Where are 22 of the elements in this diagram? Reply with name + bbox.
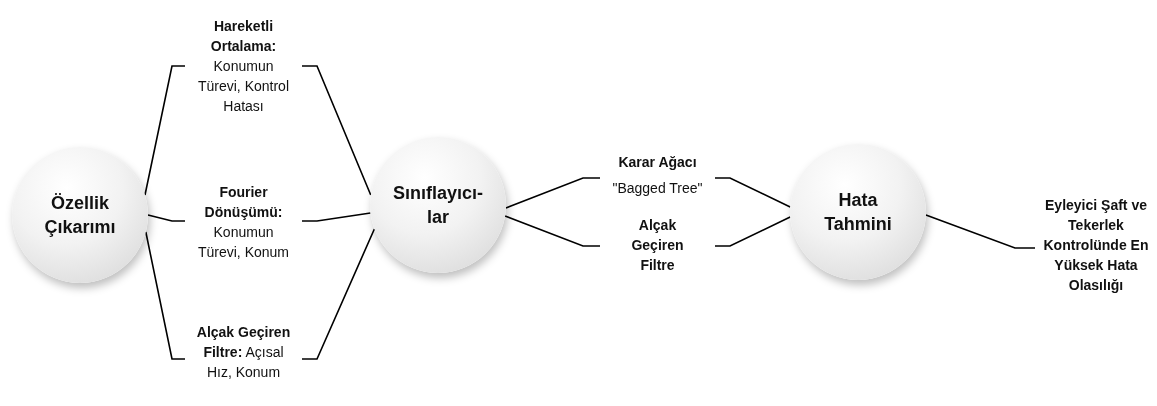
connector-line: [504, 215, 601, 247]
node-heading: Karar Ağacı: [617, 153, 698, 172]
connector-line: [144, 65, 186, 196]
connector-line: [145, 231, 186, 360]
connector-line: [147, 214, 186, 222]
node-label: Hata Tahmini: [823, 189, 893, 236]
process-circle: [370, 137, 506, 273]
node-text: "Bagged Tree": [611, 179, 704, 198]
node-text: Hareketli Ortalama: Konumun Türevi, Kontrol Hatası: [197, 17, 290, 116]
node-text: Eyleyici Şaft ve Tekerlek Kontrolünde En Yüksek Hata Olasılığı: [1042, 196, 1150, 295]
node-text: Alçak Geçiren Filtre: Açısal Hız, Konum: [195, 323, 292, 382]
node-label: Sınıflayıcı- lar: [392, 182, 484, 229]
connector-line: [301, 65, 372, 196]
connector-line: [301, 212, 372, 222]
connector-line: [925, 214, 1036, 249]
connector-line: [301, 228, 376, 360]
node-label: Özellik Çıkarımı: [43, 192, 117, 239]
connector-line: [505, 177, 601, 209]
node-text: Fourier Dönüşümü: Konumun Türevi, Konum: [197, 183, 290, 262]
connector-line: [714, 177, 791, 208]
node-text: Alçak Geçiren Filtre: [630, 216, 685, 275]
connector-line: [714, 216, 791, 247]
